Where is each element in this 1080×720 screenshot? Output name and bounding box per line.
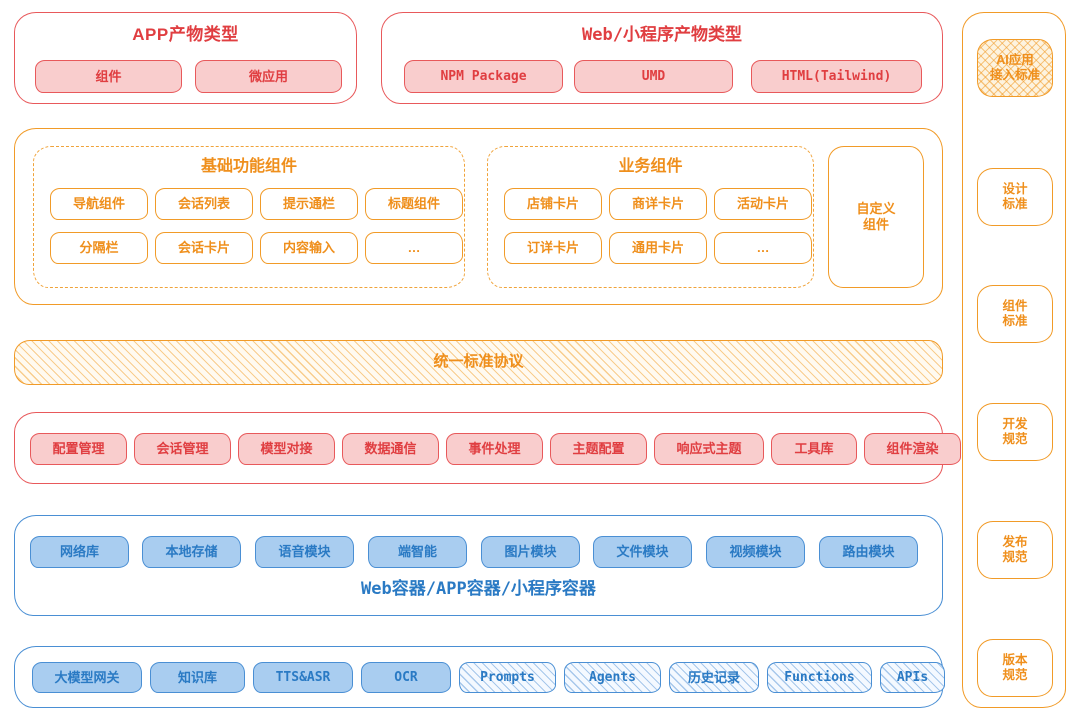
basic-component-title[interactable]: 标题组件 (365, 188, 463, 220)
business-component-activity-card[interactable]: 活动卡片 (714, 188, 812, 220)
artifact-chip-npm-package[interactable]: NPM Package (404, 60, 563, 93)
standard-item-component[interactable]: 组件 标准 (977, 285, 1053, 343)
standard-item-version-line1: 版本 (1002, 652, 1028, 667)
basic-components-group (33, 146, 465, 288)
component-layer-group: 基础功能组件 导航组件 会话列表 提示通栏 标题组件 分隔栏 会话卡片 内容输入… (14, 128, 943, 305)
business-component-general-card[interactable]: 通用卡片 (609, 232, 707, 264)
ai-chip-history[interactable]: 历史记录 (669, 662, 759, 693)
basic-component-divider[interactable]: 分隔栏 (50, 232, 148, 264)
business-components-group (487, 146, 814, 288)
ai-chip-llm-gateway[interactable]: 大模型网关 (32, 662, 142, 693)
standard-item-version-line2: 规范 (1002, 668, 1028, 682)
capability-component-render[interactable]: 组件渲染 (864, 433, 961, 465)
standard-item-development[interactable]: 开发 规范 (977, 403, 1053, 461)
artifact-chip-umd[interactable]: UMD (574, 60, 733, 93)
container-module-local-storage[interactable]: 本地存储 (142, 536, 241, 568)
standard-item-release-line2: 规范 (1002, 550, 1028, 564)
container-layer-group: 网络库 本地存储 语音模块 端智能 图片模块 文件模块 视频模块 路由模块 We… (14, 515, 943, 616)
container-module-image[interactable]: 图片模块 (481, 536, 580, 568)
ai-chip-functions[interactable]: Functions (767, 662, 872, 693)
business-component-order-card[interactable]: 订详卡片 (504, 232, 602, 264)
standard-item-ai-access-line1: AI应用 (996, 52, 1034, 67)
business-component-shop-card[interactable]: 店铺卡片 (504, 188, 602, 220)
app-artifact-group: APP产物类型 组件 微应用 (14, 12, 357, 104)
standard-item-development-line1: 开发 (1002, 416, 1028, 431)
artifact-chip-html-tailwind[interactable]: HTML(Tailwind) (751, 60, 922, 93)
capability-responsive-theme[interactable]: 响应式主题 (654, 433, 764, 465)
ai-chip-apis[interactable]: APIs (880, 662, 945, 693)
basic-component-nav[interactable]: 导航组件 (50, 188, 148, 220)
ai-capability-layer-group: 大模型网关 知识库 TTS&ASR OCR Prompts Agents 历史记… (14, 646, 945, 708)
capability-toolkit[interactable]: 工具库 (771, 433, 857, 465)
container-layer-caption: Web容器/APP容器/小程序容器 (361, 579, 596, 599)
standard-item-ai-access[interactable]: AI应用 接入标准 (977, 39, 1053, 97)
standard-item-component-line1: 组件 (1002, 298, 1028, 313)
artifact-chip-miniapp[interactable]: 微应用 (195, 60, 342, 93)
ai-chip-ocr[interactable]: OCR (361, 662, 451, 693)
standard-item-version[interactable]: 版本 规范 (977, 639, 1053, 697)
app-artifact-group-title: APP产物类型 (132, 25, 239, 44)
basic-component-notice-bar[interactable]: 提示通栏 (260, 188, 358, 220)
capability-data-communication[interactable]: 数据通信 (342, 433, 439, 465)
custom-component-line2: 组件 (862, 217, 889, 232)
standard-item-ai-access-line2: 接入标准 (989, 68, 1040, 82)
container-module-network[interactable]: 网络库 (30, 536, 129, 568)
container-module-on-device-ai[interactable]: 端智能 (368, 536, 467, 568)
container-module-router[interactable]: 路由模块 (819, 536, 918, 568)
basic-component-content-input[interactable]: 内容输入 (260, 232, 358, 264)
capability-session-management[interactable]: 会话管理 (134, 433, 231, 465)
ai-chip-agents[interactable]: Agents (564, 662, 661, 693)
standard-item-design-line2: 标准 (1002, 197, 1028, 211)
basic-components-title: 基础功能组件 (200, 158, 297, 175)
artifact-chip-component[interactable]: 组件 (35, 60, 182, 93)
business-component-product-card[interactable]: 商详卡片 (609, 188, 707, 220)
capability-layer-group: 配置管理 会话管理 模型对接 数据通信 事件处理 主题配置 响应式主题 工具库 … (14, 412, 961, 484)
container-module-voice[interactable]: 语音模块 (255, 536, 354, 568)
capability-model-integration[interactable]: 模型对接 (238, 433, 335, 465)
business-components-title: 业务组件 (618, 158, 683, 175)
ai-chip-tts-asr[interactable]: TTS&ASR (253, 662, 353, 693)
web-artifact-group: Web/小程序产物类型 NPM Package UMD HTML(Tailwin… (381, 12, 943, 104)
standard-item-component-line2: 标准 (1002, 314, 1028, 328)
ai-chip-knowledge-base[interactable]: 知识库 (150, 662, 245, 693)
standard-item-release[interactable]: 发布 规范 (977, 521, 1053, 579)
custom-component-box[interactable]: 自定义 组件 (828, 146, 924, 288)
unified-protocol-band: 统一标准协议 (14, 340, 943, 385)
capability-config-management[interactable]: 配置管理 (30, 433, 127, 465)
container-module-file[interactable]: 文件模块 (593, 536, 692, 568)
custom-component-line1: 自定义 (856, 201, 896, 217)
capability-theme-config[interactable]: 主题配置 (550, 433, 647, 465)
standard-item-design-line1: 设计 (1002, 181, 1028, 196)
standard-item-development-line2: 规范 (1002, 432, 1028, 446)
business-component-more[interactable]: … (714, 232, 812, 264)
capability-event-handling[interactable]: 事件处理 (446, 433, 543, 465)
web-artifact-group-title: Web/小程序产物类型 (582, 25, 742, 45)
ai-chip-prompts[interactable]: Prompts (459, 662, 556, 693)
basic-component-session-card[interactable]: 会话卡片 (155, 232, 253, 264)
standards-sidebar: AI应用 接入标准 设计 标准 组件 标准 开发 规范 发布 规范 版本 规范 (962, 12, 1066, 708)
basic-component-session-list[interactable]: 会话列表 (155, 188, 253, 220)
container-module-video[interactable]: 视频模块 (706, 536, 805, 568)
standard-item-design[interactable]: 设计 标准 (977, 168, 1053, 226)
standard-item-release-line1: 发布 (1002, 534, 1028, 549)
basic-component-more[interactable]: … (365, 232, 463, 264)
